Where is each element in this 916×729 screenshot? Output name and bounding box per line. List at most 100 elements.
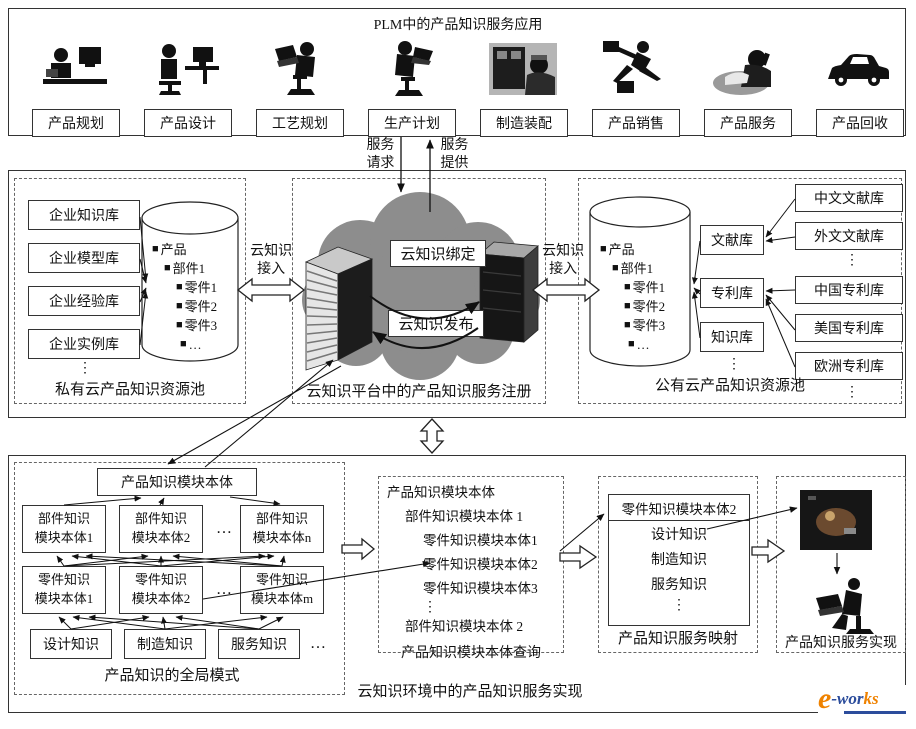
db-item: ■零件1 — [624, 280, 666, 295]
running-salesman-icon — [603, 41, 661, 93]
user-at-laptop-icon — [816, 578, 874, 634]
europe-patent-box: 欧洲专利库 — [795, 352, 903, 380]
knowledge-base-box: 知识库 — [700, 322, 764, 352]
public-pool-label: 公有云产品知识资源池 — [654, 377, 805, 394]
db-item: ■零件2 — [624, 299, 666, 314]
literature-base-box: 文献库 — [700, 225, 764, 255]
service-call-icon — [713, 50, 771, 95]
chinese-literature-box: 中文文献库 — [795, 184, 903, 212]
app-manufacturing-assembly: 制造装配 — [469, 37, 577, 139]
service-mapping-box — [598, 476, 758, 653]
plm-applications-panel: PLM中的产品知识服务应用 产品规划 产品设计 — [8, 8, 906, 139]
logo-underline — [844, 711, 906, 714]
enterprise-experience-base-box: 企业经验库 — [28, 286, 140, 316]
service-knowledge-box: 服务知识 — [218, 629, 300, 659]
query-line: 零件知识模块本体1 — [423, 533, 538, 548]
ontology-query-box: 产品知识模块本体 部件知识模块本体 1 零件知识模块本体1 零件知识模块本体2 … — [378, 476, 564, 661]
product-ontology-root-box: 产品知识模块本体 — [97, 468, 257, 496]
enterprise-model-base-box: 企业模型库 — [28, 243, 140, 273]
product-photo-content — [808, 496, 856, 536]
app-label: 产品服务 — [704, 109, 792, 137]
enterprise-case-base-box: 企业实例库 — [28, 329, 140, 359]
db-item: ■零件1 — [176, 280, 218, 295]
app-label: 制造装配 — [480, 109, 568, 137]
db-item: ■零件2 — [176, 299, 218, 314]
db-item: ■产品 — [600, 242, 635, 257]
app-product-recycling: 产品回收 — [805, 37, 913, 139]
app-label: 工艺规划 — [256, 109, 344, 137]
planning-desk-icon — [43, 47, 107, 84]
db-item: ■零件3 — [624, 318, 666, 333]
app-product-design: 产品设计 — [133, 37, 241, 139]
literature-ellipsis: ⋮ — [845, 253, 859, 268]
logo-mid: -wor — [831, 689, 864, 708]
cloud-knowledge-bind-box: 云知识绑定 — [390, 240, 486, 267]
query-ellipsis: ⋮ — [423, 600, 437, 615]
mapped-module-header: 零件知识模块本体2 — [609, 495, 749, 521]
private-db-items: ■产品 ■部件1 ■零件1 ■零件2 ■零件3 ■… — [152, 240, 217, 354]
db-item: ■… — [180, 337, 202, 352]
piece-ontology-1-box: 零件知识模块本体1 — [22, 566, 106, 614]
app-label: 产品销售 — [592, 109, 680, 137]
cloud-platform-panel — [8, 170, 906, 418]
patent-base-box: 专利库 — [700, 278, 764, 308]
categories-ellipsis: ⋮ — [727, 357, 741, 372]
cloud-platform-registry — [292, 178, 546, 404]
logo-e: e — [818, 682, 832, 715]
mapping-ellipsis: ⋮ — [672, 597, 686, 613]
piece-ontology-m-box: 零件知识模块本体m — [240, 566, 324, 614]
app-product-sales: 产品销售 — [581, 37, 689, 139]
part-ontology-2-box: 部件知识模块本体2 — [119, 505, 203, 553]
part-row-ellipsis: … — [216, 520, 232, 537]
private-bases-ellipsis: ⋮ — [78, 361, 92, 376]
enterprise-knowledge-base-box: 企业知识库 — [28, 200, 140, 230]
china-patent-box: 中国专利库 — [795, 276, 903, 304]
cloud-access-left-label: 云知识接入 — [250, 244, 293, 277]
design-workstation-icon — [159, 44, 219, 95]
app-production-planning: 生产计划 — [357, 37, 465, 139]
foreign-literature-box: 外文文献库 — [795, 222, 903, 250]
product-photo — [800, 490, 872, 550]
design-knowledge-box: 设计知识 — [30, 629, 112, 659]
manufacturing-knowledge-box: 制造知识 — [124, 629, 206, 659]
app-process-planning: 工艺规划 — [245, 37, 353, 139]
app-label: 产品设计 — [144, 109, 232, 137]
query-line: 部件知识模块本体 1 — [405, 509, 524, 524]
realization-label: 产品知识服务实现 — [785, 636, 897, 651]
piece-row-ellipsis: … — [216, 581, 232, 598]
app-label: 产品回收 — [816, 109, 904, 137]
service-realization-box — [776, 476, 906, 653]
piece-ontology-2-box: 零件知识模块本体2 — [119, 566, 203, 614]
part-ontology-1-box: 部件知识模块本体1 — [22, 505, 106, 553]
service-provide-label: 服务提供 — [440, 138, 469, 171]
app-product-planning: 产品规划 — [21, 37, 129, 139]
db-item: ■零件3 — [176, 318, 218, 333]
private-pool-label: 私有云产品知识资源池 — [54, 381, 205, 398]
mapping-line: 服务知识 — [651, 577, 707, 593]
panel-title: PLM中的产品知识服务应用 — [373, 18, 543, 33]
eworks-logo: e-works — [818, 682, 912, 717]
platform-caption: 云知识平台中的产品知识服务注册 — [306, 383, 532, 400]
cloud-access-right-label: 云知识接入 — [542, 244, 585, 277]
logo-tail: ks — [863, 689, 879, 708]
db-item: ■… — [628, 337, 650, 352]
bottom-caption: 云知识环境中的产品知识服务实现 — [357, 683, 583, 700]
process-laptop-icon — [275, 42, 315, 95]
global-schema-label: 产品知识的全局模式 — [104, 667, 240, 684]
service-request-label: 服务请求 — [366, 138, 395, 171]
cloud-knowledge-publish-box: 云知识发布 — [388, 310, 484, 337]
query-line: 零件知识模块本体3 — [423, 581, 538, 596]
mapping-label: 产品知识服务映射 — [617, 630, 738, 647]
app-label: 产品规划 — [32, 109, 120, 137]
db-item: ■产品 — [152, 242, 187, 257]
assembly-operator-icon — [489, 43, 557, 95]
mapping-line: 制造知识 — [651, 552, 707, 568]
knowledge-row-ellipsis: … — [310, 635, 326, 652]
patent-ellipsis: ⋮ — [845, 385, 859, 400]
car-icon — [828, 54, 889, 86]
app-label: 生产计划 — [368, 109, 456, 137]
query-line: 部件知识模块本体 2 — [405, 619, 524, 634]
query-label: 产品知识模块本体查询 — [401, 646, 541, 661]
us-patent-box: 美国专利库 — [795, 314, 903, 342]
